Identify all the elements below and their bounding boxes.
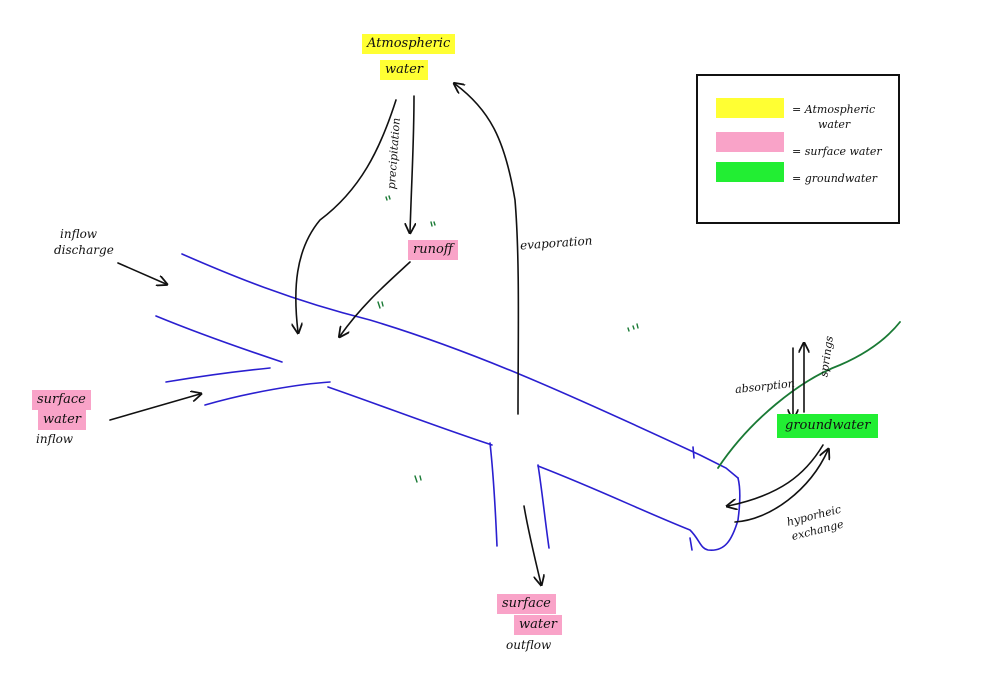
- evaporation-arrow: [455, 84, 520, 415]
- legend-label-groundwater: = groundwater: [792, 172, 878, 185]
- surface-inflow-node-line2: water: [38, 410, 87, 430]
- river-lower-bank: [537, 465, 741, 551]
- river-bank-tick-2: [692, 446, 695, 459]
- legend-label-surface: = surface water: [792, 145, 882, 158]
- river: [155, 253, 741, 551]
- precipitation-arrow-right: [410, 95, 414, 232]
- river-upper-bank: [181, 253, 739, 479]
- groundwater-node: groundwater: [777, 414, 879, 438]
- surface-outflow-node-line3: outflow: [506, 638, 552, 652]
- legend-swatch-groundwater: [716, 162, 784, 182]
- legend-label-atmospheric-line1: = Atmospheric: [792, 103, 876, 116]
- flow-arrows: [109, 84, 828, 584]
- surface-inflow-node-line1: surface: [32, 390, 91, 410]
- river-lower-bank-right: [327, 386, 493, 446]
- precipitation-arrow-left: [296, 99, 397, 332]
- river-outflow-right-bank: [537, 464, 550, 549]
- surface-inflow-arrow: [109, 394, 200, 421]
- runoff-arrow: [340, 261, 411, 336]
- groundwater-line: [717, 321, 901, 469]
- hyporheic-arrow-out: [734, 450, 828, 523]
- inflow-discharge-label-line1: inflow: [60, 227, 98, 241]
- runoff-node: runoff: [408, 240, 458, 260]
- surface-outflow-node-line1: surface: [497, 594, 556, 614]
- atmospheric-water-node-line2: water: [380, 60, 429, 80]
- legend-swatch-atmospheric: [716, 98, 784, 118]
- atmospheric-water-node-line1: Atmospheric: [362, 34, 456, 54]
- legend: [696, 74, 900, 224]
- hyporheic-arrow-in: [728, 444, 824, 506]
- river-tributary-lower-bank: [165, 367, 271, 383]
- surface-inflow-node-line3: inflow: [36, 432, 74, 446]
- legend-label-atmospheric-line2: water: [818, 118, 851, 131]
- river-middle-bank: [204, 381, 331, 406]
- river-tributary-upper-bank: [155, 315, 283, 363]
- inflow-discharge-label-line2: discharge: [54, 243, 114, 257]
- surface-outflow-node-line2: water: [514, 615, 563, 635]
- river-outflow-left-bank: [489, 442, 498, 547]
- inflow-discharge-arrow: [117, 262, 166, 284]
- outflow-arrow: [523, 505, 541, 584]
- river-bank-tick: [689, 537, 693, 551]
- grass-marks: [377, 195, 639, 483]
- legend-swatch-surface: [716, 132, 784, 152]
